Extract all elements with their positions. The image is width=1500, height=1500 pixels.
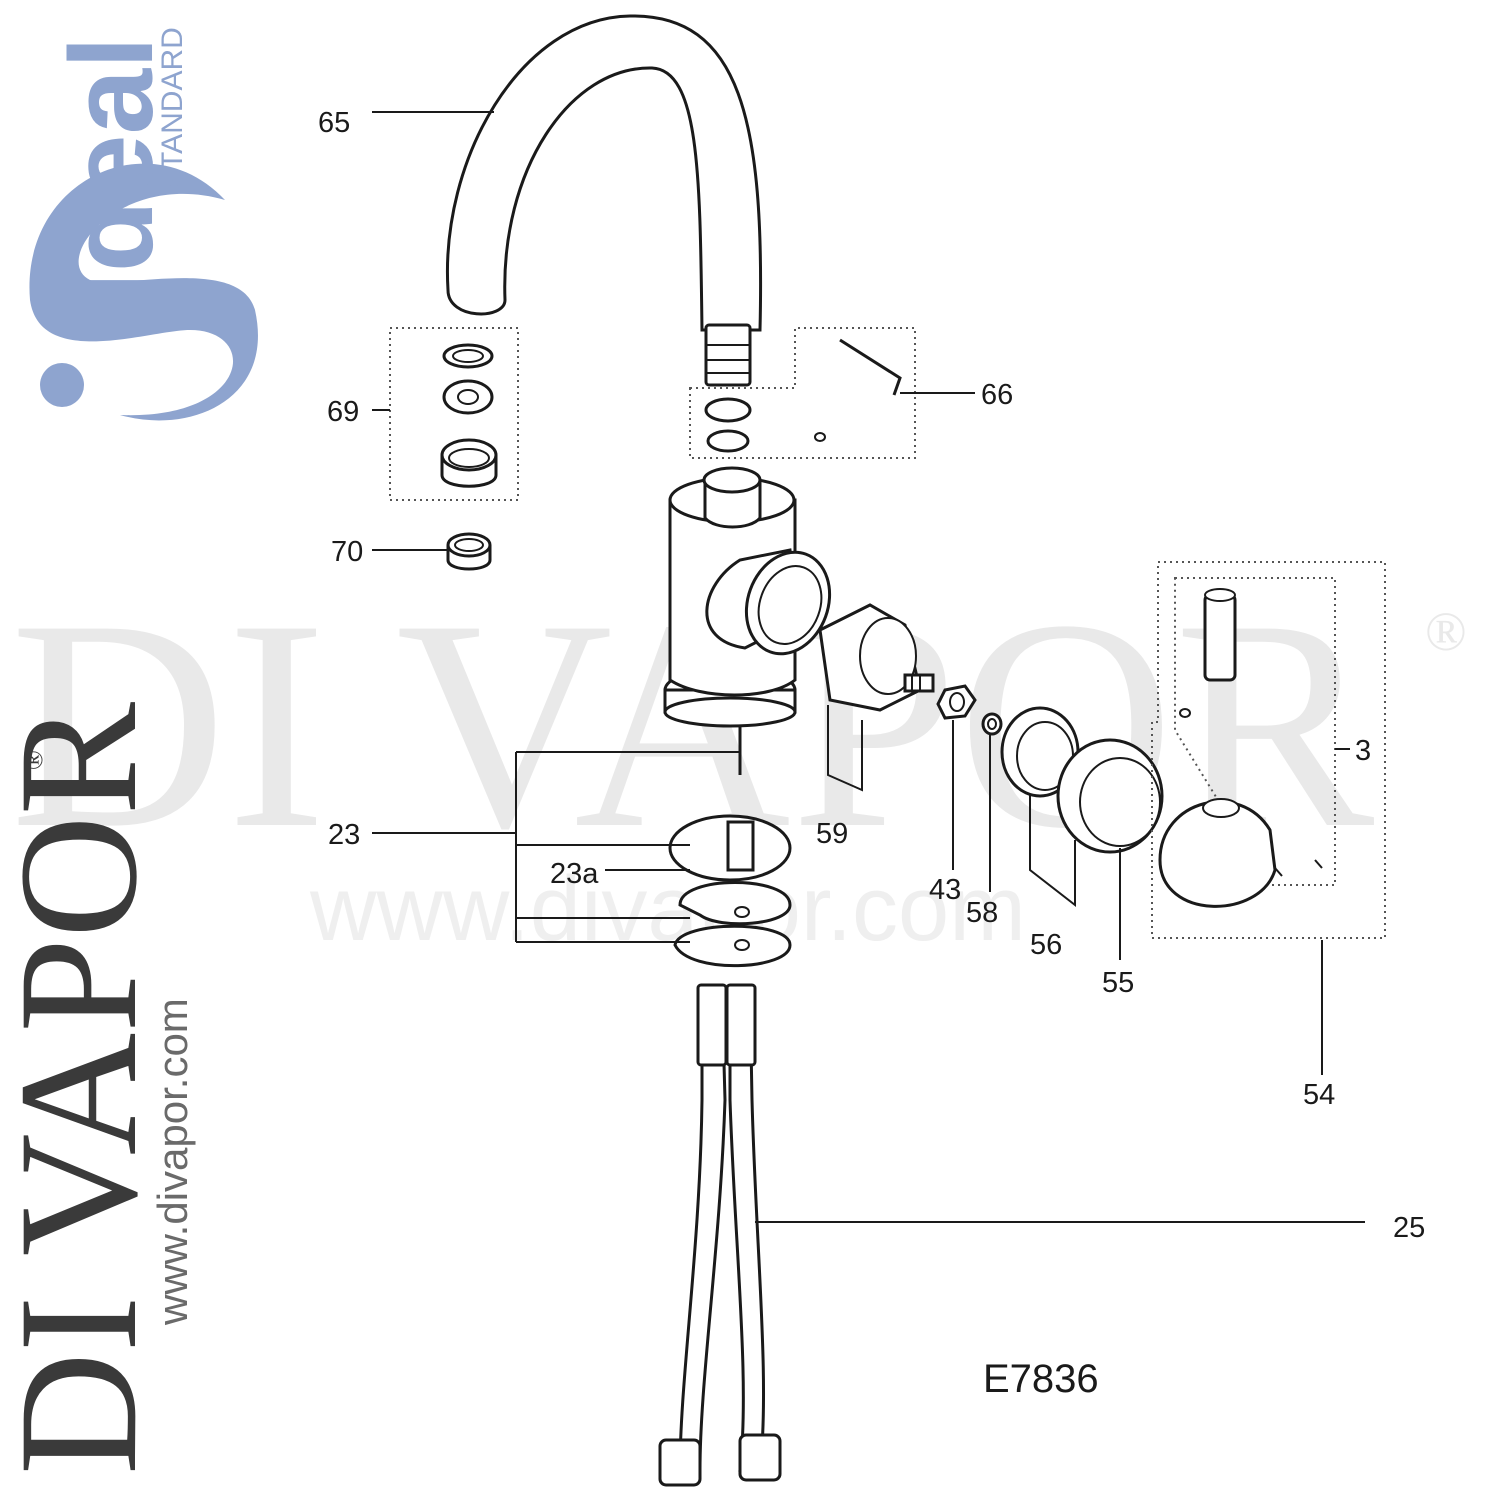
fixing-kit-23 [668,814,792,968]
handle-kit-outer-box [1151,561,1386,939]
callout-66: 66 [981,379,1013,411]
flexible-hoses-25 [658,983,782,1487]
nut-43 [936,684,977,720]
tap-body [663,466,832,775]
handle-lever-box-3 [1174,577,1336,886]
aerator-kit-69 [389,327,519,501]
callout-56: 56 [1030,929,1062,961]
callout-70: 70 [331,536,363,568]
cartridge-59 [818,603,935,712]
callout-labels: 65 69 66 70 3 23 23a 59 43 58 56 55 54 2… [318,107,1425,1244]
logo-subword: STANDARD [156,27,189,190]
leader-lines [372,111,1365,1223]
callout-59: 59 [816,818,848,850]
callout-69: 69 [327,396,359,428]
logo-swoosh-shape [29,163,258,421]
watermark-registered-mark: ® [1425,601,1467,662]
callout-58: 58 [966,897,998,929]
ideal-standard-logo: Ideal STANDARD [29,27,258,421]
watermark-url: www.divapor.com [309,858,1026,960]
callout-55: 55 [1102,967,1134,999]
ring-nut-56 [1000,706,1080,798]
callout-23: 23 [328,819,360,851]
flow-regulator-70 [446,532,492,571]
handle-kit-54 [1151,561,1386,939]
callout-3: 3 [1355,735,1371,767]
side-brand-registered-mark: ® [19,750,48,770]
screw-58 [981,712,1003,736]
side-brand: DI VAPOR ® www.divapor.com [0,701,196,1475]
callout-65: 65 [318,107,350,139]
side-brand-url: www.divapor.com [149,998,196,1326]
callout-25: 25 [1393,1212,1425,1244]
side-brand-text: DI VAPOR [0,701,172,1475]
callout-54: 54 [1303,1079,1335,1111]
callout-23a: 23a [550,858,599,890]
model-code: E7836 [983,1357,1099,1401]
o-ring-kit-66 [689,327,916,459]
cover-55 [1056,738,1164,854]
logo-word: Ideal [46,36,178,305]
logo-dot-shape [40,363,84,407]
callout-43: 43 [929,874,961,906]
spout-65 [445,14,763,387]
